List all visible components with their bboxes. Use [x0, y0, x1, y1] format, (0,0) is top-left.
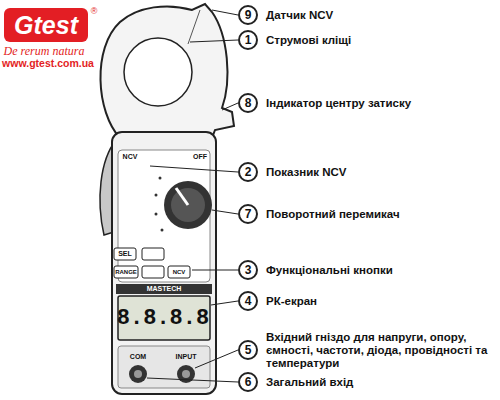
jack-label: INPUT [176, 353, 197, 360]
button-label: RANGE [115, 269, 137, 275]
button [114, 248, 136, 260]
panel-marking: NCV [123, 153, 138, 160]
leader-line [190, 40, 238, 42]
jack-label-box: COM [130, 353, 146, 360]
callout-text-box: Датчик NCV [266, 9, 488, 22]
callout-number: 7 [238, 204, 258, 224]
brand-band [116, 284, 212, 294]
jack-label-box: INPUT [176, 353, 197, 360]
brand-name-box: MASTECH [147, 285, 182, 292]
logo-text-box: Gtest [14, 12, 78, 38]
panel-marking: OFF [193, 153, 207, 160]
callout-text-box: Поворотний перемикач [266, 208, 488, 221]
jaw-split [188, 10, 200, 44]
input-jack-hole [182, 370, 190, 378]
registered-mark: ® [91, 7, 98, 16]
panel-marking-box: OFF [193, 153, 207, 160]
part-name: Датчик NCV [266, 9, 488, 22]
button [168, 266, 190, 278]
leader-line [212, 210, 238, 214]
part-name: Загальний вхід [266, 376, 488, 389]
callout-node: 8Індикатор центру затиску [238, 93, 258, 113]
rotary-knob [171, 188, 205, 222]
callout-node: 4РК-екран [238, 291, 258, 311]
website-url-box: www.gtest.com.ua [2, 58, 94, 69]
callout-text-box: РК-екран [266, 295, 488, 308]
callout-number: 1 [238, 30, 258, 50]
callout-text-box: Індикатор центру затиску [266, 97, 488, 110]
switch-dot [161, 229, 164, 232]
callout-number: 4 [238, 291, 258, 311]
button-label: NCV [173, 269, 186, 275]
button [114, 266, 138, 278]
button-label-box: NCV [173, 269, 186, 275]
callout-text-box: Вхідний гніздо для напруги, опору, ємнос… [266, 331, 488, 370]
leader-line [222, 103, 238, 110]
button-label-box: RANGE [115, 269, 137, 275]
lcd-digits: 8.8.8.8 [117, 307, 209, 330]
part-name: Показник NCV [266, 166, 488, 179]
switch-dot [155, 194, 158, 197]
clamp-jaws [100, 4, 234, 138]
jack-label: COM [130, 353, 146, 360]
logo-plate [4, 8, 88, 42]
part-name: Поворотний перемикач [266, 208, 488, 221]
button-label-box: SEL [118, 250, 132, 257]
callout-number: 2 [238, 162, 258, 182]
callout-text-box: Загальний вхід [266, 376, 488, 389]
part-name: РК-екран [266, 295, 488, 308]
part-name: Функціональні кнопки [266, 264, 488, 277]
switch-dot [159, 177, 162, 180]
callout-node: 1Струмові кліщі [238, 30, 258, 50]
com-jack-hole [134, 370, 142, 378]
button [142, 266, 164, 278]
leader-line [195, 350, 238, 368]
switch-pointer [176, 188, 188, 205]
logo-text: Gtest [14, 12, 78, 38]
callout-text-box: Струмові кліщі [266, 34, 488, 47]
rotary-switch [164, 181, 212, 229]
registered-mark-box: ® [91, 7, 98, 16]
callout-text-box: Показник NCV [266, 166, 488, 179]
logo-slogan: De rerum natura [4, 45, 85, 58]
leader-line [192, 270, 238, 271]
button-label: SEL [118, 250, 132, 257]
website-url: www.gtest.com.ua [2, 58, 94, 69]
part-name: Струмові кліщі [266, 34, 488, 47]
leader-line [212, 10, 238, 15]
callout-text-box: Функціональні кнопки [266, 264, 488, 277]
callout-node: 9Датчик NCV [238, 5, 258, 25]
callout-number: 6 [238, 372, 258, 392]
callout-node: 3Функціональні кнопки [238, 260, 258, 280]
com-jack [129, 365, 147, 383]
callout-node: 6Загальний вхід [238, 372, 258, 392]
button [142, 248, 164, 260]
leader-line [211, 301, 238, 305]
leader-line [147, 378, 238, 382]
callout-node: 2Показник NCV [238, 162, 258, 182]
callout-number: 5 [238, 340, 258, 360]
front-panel [118, 150, 210, 282]
meter-body [112, 132, 216, 394]
brand-name: MASTECH [147, 285, 182, 292]
jaw-opening [124, 38, 192, 106]
switch-dot [155, 213, 158, 216]
panel-marking-box: NCV [123, 153, 138, 160]
callout-node: 5Вхідний гніздо для напруги, опору, ємно… [238, 340, 258, 360]
callout-number: 3 [238, 260, 258, 280]
logo-slogan-box: De rerum natura [4, 45, 85, 58]
leader-line [150, 166, 238, 172]
callout-number: 8 [238, 93, 258, 113]
part-name: Вхідний гніздо для напруги, опору, ємнос… [266, 331, 488, 370]
part-name: Індикатор центру затиску [266, 97, 488, 110]
callout-number: 9 [238, 5, 258, 25]
callout-node: 7Поворотний перемикач [238, 204, 258, 224]
lcd-digits-box: 8.8.8.8 [117, 307, 209, 330]
